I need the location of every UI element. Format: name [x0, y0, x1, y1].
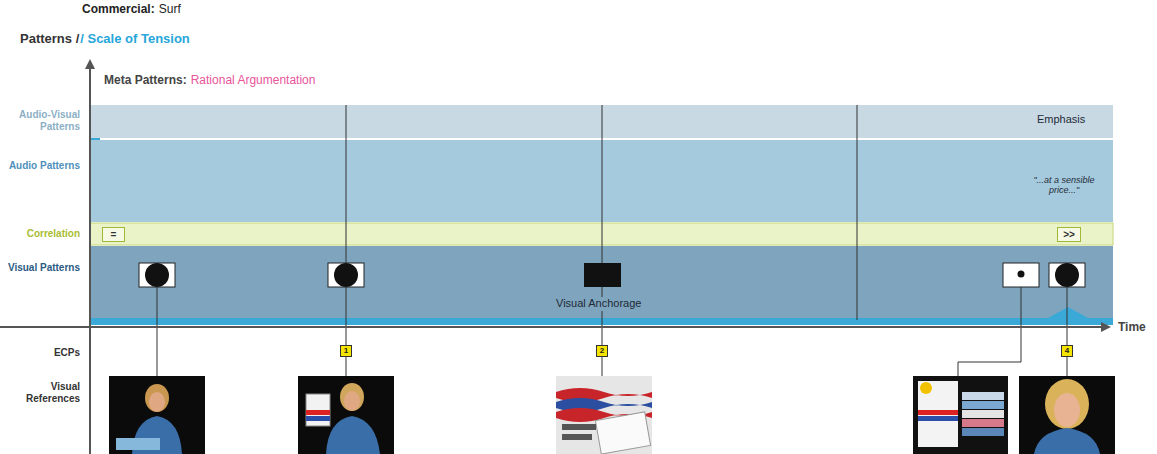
- figure-hair: [145, 384, 169, 412]
- towel: [962, 401, 1004, 409]
- divider-line: [602, 105, 603, 263]
- visual-symbol: [328, 263, 364, 287]
- divider-line: [346, 105, 347, 263]
- figure-body: [1034, 428, 1100, 454]
- ecp-marker: 4: [1061, 345, 1073, 357]
- leader-line: [346, 287, 347, 345]
- figure-hair: [1045, 379, 1089, 429]
- title-value: Surf: [159, 3, 181, 17]
- thumbnail: [109, 376, 205, 454]
- leader-line: [1067, 357, 1068, 376]
- towel: [962, 419, 1004, 427]
- divider-line: [857, 105, 858, 320]
- axis-title: Patterns /: [20, 32, 79, 47]
- row-label: Correlation: [2, 228, 80, 240]
- axis-title-scale: / Scale of Tension: [80, 32, 190, 47]
- emphasis-label: Emphasis: [1037, 113, 1085, 126]
- row-label: Visual References: [2, 381, 80, 404]
- ecp-number: 1: [344, 347, 348, 355]
- pack-stripe: [306, 410, 330, 415]
- towel: [962, 410, 1004, 418]
- correlation-symbol: >>: [1063, 230, 1075, 240]
- pack-stripe: [918, 416, 958, 421]
- ecp-number: 4: [1065, 347, 1069, 355]
- thumbnail-ground: [1019, 376, 1115, 454]
- visual-symbol: [139, 263, 175, 287]
- thumbnail-ground: [109, 376, 205, 454]
- ecp-marker: 1: [340, 345, 352, 357]
- row-label: Audio Patterns: [2, 160, 80, 172]
- pack-stripe: [306, 416, 330, 421]
- leader-line: [1067, 287, 1068, 345]
- ecp-marker: 2: [596, 345, 608, 357]
- correlation-box: >>: [1057, 227, 1081, 242]
- towel: [962, 392, 1004, 400]
- row-label: Visual Patterns: [2, 262, 80, 274]
- visual-symbol-dot: [1018, 271, 1025, 278]
- tension-tick: [91, 138, 100, 140]
- visual-symbol: [1003, 263, 1039, 287]
- leader-line: [602, 287, 603, 297]
- thumbnail-ground: [298, 376, 394, 454]
- towel: [962, 428, 1004, 436]
- row-label: Audio-Visual Patterns: [2, 109, 80, 132]
- leader-line: [958, 287, 1021, 376]
- figure-body: [326, 416, 380, 454]
- y-axis: [89, 64, 91, 454]
- leader-line: [602, 357, 603, 376]
- row-label: ECPs: [2, 347, 80, 359]
- audio-quote: "...at a sensible price...": [1028, 175, 1100, 196]
- figure-hair: [340, 383, 364, 411]
- product-pack: [918, 381, 958, 447]
- meta-pattern-key: Meta Patterns:: [104, 74, 187, 88]
- visual-symbol-circle: [145, 263, 169, 287]
- pack-stripe: [918, 410, 958, 415]
- leader-line: [346, 357, 347, 376]
- figure-face: [1054, 393, 1080, 427]
- towels: [116, 438, 160, 450]
- product-pack: [306, 394, 330, 426]
- axis-label: Time: [1118, 321, 1146, 335]
- correlation-box: =: [102, 227, 125, 242]
- thumbnail: [1019, 376, 1115, 454]
- ecp-number: 2: [600, 347, 604, 355]
- meta-pattern-value: Rational Argumentation: [191, 74, 316, 88]
- print-line: [562, 424, 596, 430]
- title-key: Commercial:: [82, 3, 155, 17]
- time-axis: [0, 326, 1106, 328]
- thumbnail: [298, 376, 394, 454]
- thumbnail-ground: [913, 376, 1008, 454]
- thumbnail: [913, 376, 1008, 454]
- figure-face: [149, 392, 165, 412]
- visual-symbol: [1049, 263, 1085, 287]
- visual-symbol-circle: [1055, 263, 1079, 287]
- visual-pattern-label: Visual Anchorage: [553, 297, 644, 310]
- thumbnail-ground: [556, 376, 652, 454]
- figure-face: [344, 391, 360, 411]
- correlation-symbol: =: [111, 230, 117, 240]
- visual-symbol-circle: [334, 263, 358, 287]
- pack-sun: [920, 382, 932, 394]
- leader-line: [157, 287, 158, 376]
- thumbnail: [556, 376, 652, 454]
- paper-card: [595, 412, 650, 454]
- print-line: [562, 434, 592, 440]
- visual-symbol-filled: [584, 263, 621, 287]
